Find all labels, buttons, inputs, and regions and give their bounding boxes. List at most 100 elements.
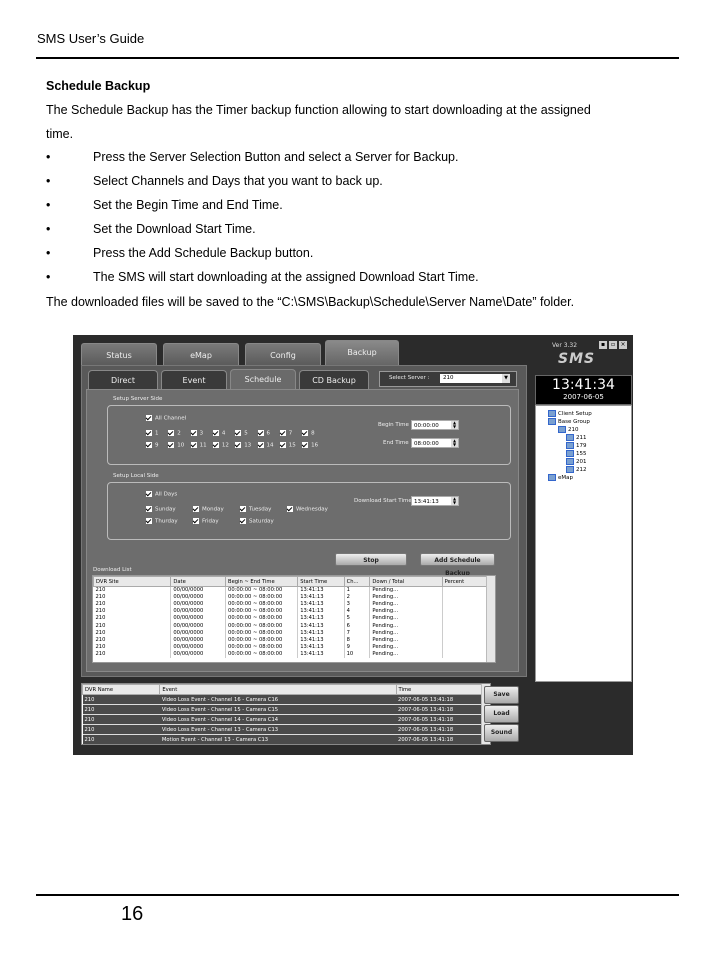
tab-status[interactable]: Status <box>81 343 157 369</box>
checkbox-box[interactable] <box>279 442 286 448</box>
checkbox-box[interactable] <box>235 442 242 448</box>
checkbox-box[interactable] <box>146 518 152 524</box>
checkbox-box[interactable] <box>302 430 309 436</box>
day-label: Sunday <box>155 506 176 513</box>
load-button[interactable]: Load <box>484 705 519 723</box>
channel-checkbox[interactable]: 15 <box>279 442 296 449</box>
close-icon[interactable]: × <box>619 341 627 349</box>
channel-checkbox[interactable]: 12 <box>212 442 229 449</box>
channel-checkbox[interactable]: 3 <box>190 430 203 437</box>
sound-button[interactable]: Sound <box>484 724 519 742</box>
tab-config[interactable]: Config <box>245 343 321 369</box>
tree-item-base-group[interactable]: Base Group <box>548 418 590 425</box>
tree-item-client-setup[interactable]: Client Setup <box>548 410 592 417</box>
tree-item-site-node[interactable]: 212 <box>566 466 587 473</box>
checkbox-box[interactable] <box>146 506 152 512</box>
day-checkbox[interactable]: Friday <box>193 518 219 525</box>
checkbox-box[interactable] <box>146 430 152 436</box>
day-checkbox[interactable]: Wednesday <box>287 506 328 513</box>
add-schedule-backup-button[interactable]: Add Schedule Backup <box>420 553 495 577</box>
channel-checkbox[interactable]: 13 <box>235 442 251 449</box>
tree-item-emap-node[interactable]: eMap <box>548 474 573 481</box>
channel-checkbox[interactable]: 4 <box>212 430 225 437</box>
checkbox-box[interactable] <box>212 442 219 448</box>
tree-item-site-node[interactable]: 210 <box>558 426 579 433</box>
checkbox-box[interactable] <box>257 430 264 436</box>
tree-item-site-node[interactable]: 155 <box>566 450 587 457</box>
tree-label: 211 <box>576 435 587 441</box>
checkbox-box[interactable] <box>235 430 242 436</box>
checkbox-box[interactable] <box>146 442 152 448</box>
end-time-input[interactable]: 08:00:00▲▼ <box>411 438 459 448</box>
channel-checkbox[interactable]: 14 <box>257 442 274 449</box>
save-button[interactable]: Save <box>484 686 519 704</box>
checkbox-box[interactable] <box>193 518 199 524</box>
download-start-input[interactable]: 13:41:13▲▼ <box>411 496 459 506</box>
channel-checkbox[interactable]: 2 <box>168 430 181 437</box>
day-checkbox[interactable]: Tuesday <box>240 506 271 513</box>
table-cell: 4 <box>344 608 371 616</box>
tree-item-site-node[interactable]: 211 <box>566 434 587 441</box>
checkbox-box[interactable] <box>190 430 197 436</box>
stop-button[interactable]: Stop <box>335 553 407 566</box>
table-cell: 13:41:13 <box>297 601 345 609</box>
tree-item-site-node[interactable]: 201 <box>566 458 587 465</box>
channel-checkbox[interactable]: 1 <box>146 430 159 437</box>
all-channel-checkbox[interactable]: All Channel <box>146 415 186 422</box>
channel-checkbox[interactable]: 8 <box>302 430 315 437</box>
all-days-checkbox[interactable]: All Days <box>146 491 177 498</box>
day-checkbox[interactable]: Monday <box>193 506 224 513</box>
checkbox-box[interactable] <box>168 442 175 448</box>
checkbox-box[interactable] <box>240 518 246 524</box>
begin-time-input[interactable]: 00:00:00▲▼ <box>411 420 459 430</box>
chevron-down-icon[interactable]: ▼ <box>502 374 510 383</box>
checkbox-box[interactable] <box>257 442 264 448</box>
channel-checkbox[interactable]: 11 <box>190 442 207 449</box>
subtab-event[interactable]: Event <box>161 370 227 389</box>
select-server[interactable]: Select Server : 210▼ <box>379 371 517 387</box>
channel-label: 6 <box>266 430 271 437</box>
checkbox-box[interactable] <box>190 442 197 448</box>
table-cell: 13:41:13 <box>297 643 345 651</box>
channel-checkbox[interactable]: 10 <box>168 442 184 449</box>
checkbox-box[interactable] <box>212 430 219 436</box>
channel-checkbox[interactable]: 7 <box>279 430 292 437</box>
checkbox-box[interactable] <box>302 442 309 448</box>
subtab-schedule[interactable]: Schedule <box>230 369 296 390</box>
day-checkbox[interactable]: Saturday <box>240 518 274 525</box>
checkbox-box[interactable] <box>168 430 175 436</box>
channel-checkbox[interactable]: 6 <box>257 430 271 437</box>
download-list-scrollbar[interactable] <box>486 576 495 662</box>
tree-item-site-node[interactable]: 179 <box>566 442 587 449</box>
subtab-direct[interactable]: Direct <box>88 370 158 389</box>
channel-checkbox[interactable]: 9 <box>146 442 159 449</box>
checkbox-box[interactable] <box>240 506 246 512</box>
maximize-icon[interactable]: ▫ <box>609 341 617 349</box>
checkbox-box[interactable] <box>287 506 293 512</box>
subtab-cd-backup[interactable]: CD Backup <box>299 370 369 389</box>
tab-emap[interactable]: eMap <box>163 343 239 369</box>
checkbox-box[interactable] <box>193 506 199 512</box>
checkbox-box[interactable] <box>279 430 286 436</box>
minimize-icon[interactable]: ▪ <box>599 341 607 349</box>
select-server-box[interactable]: 210▼ <box>440 374 510 383</box>
channel-checkbox[interactable]: 5 <box>235 430 248 437</box>
day-checkbox[interactable]: Thurday <box>146 518 178 525</box>
channel-checkbox[interactable]: 16 <box>302 442 318 449</box>
day-checkbox[interactable]: Sunday <box>146 506 176 513</box>
